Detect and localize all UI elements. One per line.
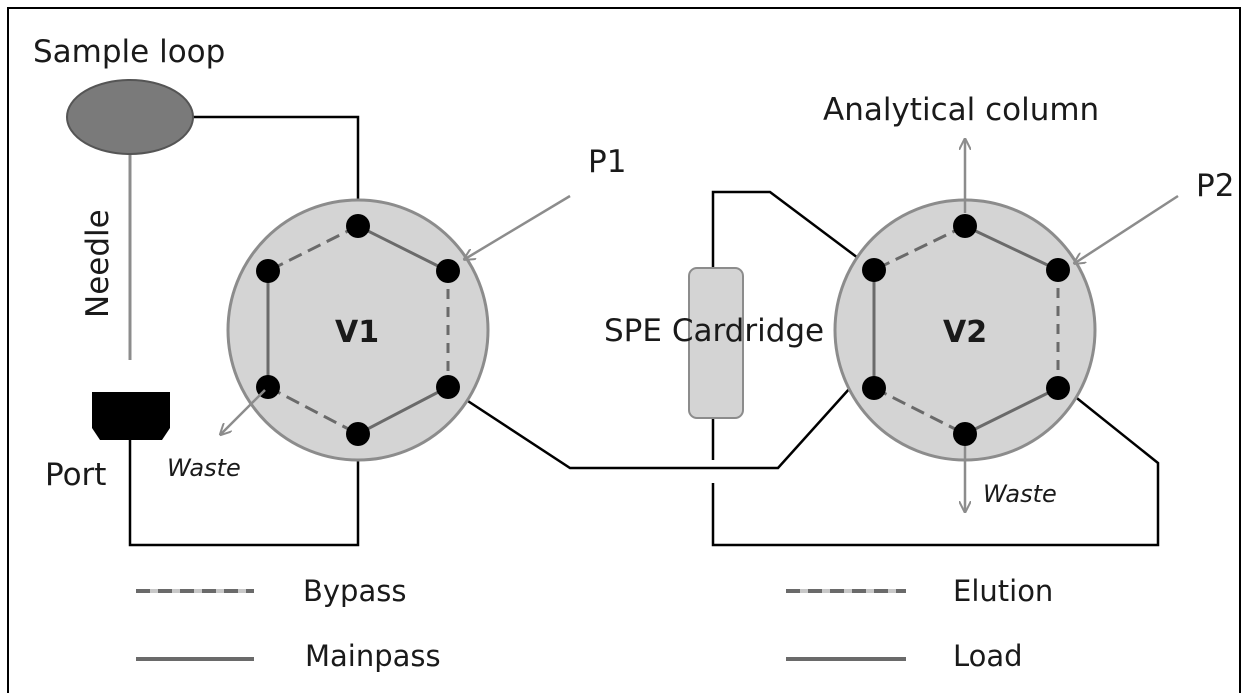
p2-label: P2 xyxy=(1196,168,1234,204)
v2-load-bottom-right xyxy=(964,386,1059,436)
sample-loop-shape xyxy=(66,79,194,155)
v1-port-top xyxy=(346,214,370,238)
port-to-v1-bottom-line xyxy=(128,434,360,547)
v1-main-bottom-right xyxy=(357,385,449,436)
valve-v1-body xyxy=(226,198,490,462)
v1-port-upper-right xyxy=(436,259,460,283)
v1-port-bottom xyxy=(346,422,370,446)
p1-arrow xyxy=(465,194,571,259)
valve-v2-label: V2 xyxy=(943,315,987,350)
waste-left-arrow xyxy=(221,389,266,434)
v2-port-upper-right xyxy=(1046,258,1070,282)
waste-left-label: Waste xyxy=(167,454,241,482)
valve-v1-pathways xyxy=(266,224,450,436)
cartridge-top-to-v2-line xyxy=(711,190,875,272)
analytical-column-label: Analytical column xyxy=(823,92,1099,128)
port-label: Port xyxy=(45,457,106,493)
v2-port-upper-left xyxy=(862,258,886,282)
figure-frame xyxy=(7,7,1241,693)
port-shape xyxy=(92,392,170,440)
v1-port-lower-right xyxy=(436,375,460,399)
v2-to-cartridge-return-line xyxy=(711,386,1160,547)
legend-bypass-label: Bypass xyxy=(303,574,406,608)
legend-load-label: Load xyxy=(953,639,1023,673)
p2-arrow xyxy=(1075,194,1179,263)
legend: Bypass Mainpass Elution Load xyxy=(136,574,1053,673)
valve-v2-pathways xyxy=(872,224,1060,436)
v1-to-v2-line xyxy=(447,386,851,470)
needle-label: Needle xyxy=(80,209,116,318)
v2-load-top-right xyxy=(964,224,1059,272)
v2-port-bottom xyxy=(953,422,977,446)
v1-bypass-top-left xyxy=(267,224,359,273)
valve-v2-ports xyxy=(862,214,1070,446)
legend-mainpass-label: Mainpass xyxy=(305,639,441,673)
waste-right-label: Waste xyxy=(983,480,1057,508)
p1-label: P1 xyxy=(588,144,626,180)
v1-port-upper-left xyxy=(256,259,280,283)
v2-elution-top-left xyxy=(873,224,966,272)
spe-cartridge-label: SPE Cardridge xyxy=(604,313,824,349)
loop-to-v1-top-line xyxy=(193,115,360,226)
v2-elution-bottom-left xyxy=(873,386,966,436)
legend-elution-label: Elution xyxy=(953,574,1053,608)
v1-bypass-bottom-left xyxy=(267,385,359,436)
v2-port-top xyxy=(953,214,977,238)
spe-cartridge-shape xyxy=(688,267,744,419)
valve-v1-label: V1 xyxy=(335,315,379,350)
connection-lines xyxy=(128,115,1160,547)
sample-loop-label: Sample loop xyxy=(33,34,225,70)
v2-port-lower-left xyxy=(862,376,886,400)
v2-port-lower-right xyxy=(1046,376,1070,400)
v1-main-top-right xyxy=(357,224,449,273)
valve-v1-ports xyxy=(256,214,460,446)
